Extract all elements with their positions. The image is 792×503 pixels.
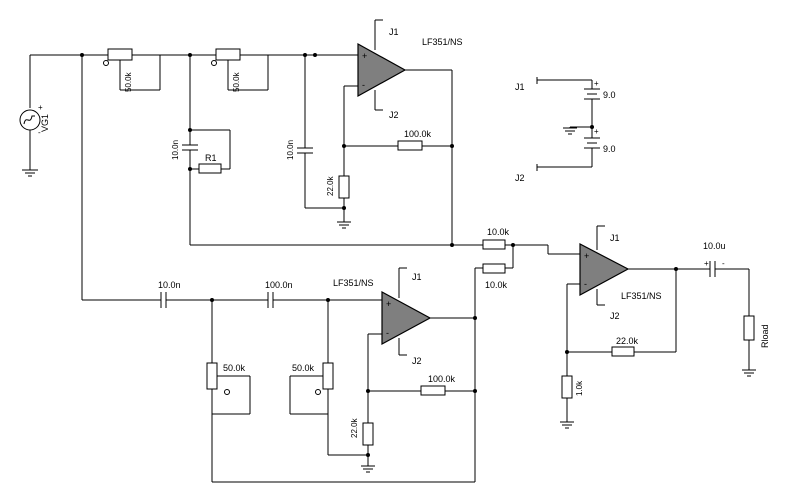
opamp-3-j1: J1 xyxy=(610,233,620,243)
output-cap-minus: - xyxy=(722,259,725,268)
opamp-3-part: LF351/NS xyxy=(621,291,662,301)
opamp-3 xyxy=(579,243,630,297)
top-filter-stage: 50.0k 50.0k 10.0n R1 10.0n xyxy=(80,19,483,247)
summer-in-res-1 xyxy=(482,239,506,250)
summer-feedback-res xyxy=(611,346,635,357)
supply-j2-label: J2 xyxy=(515,173,525,183)
bottom-pot-2-value: 50.0k xyxy=(292,363,315,373)
summer-feedback-value: 22.0k xyxy=(616,336,639,346)
bottom-pot-1-value: 50.0k xyxy=(223,363,246,373)
bat1-plus: + xyxy=(594,79,599,88)
top-pot-1 xyxy=(107,48,133,61)
top-feedback-value: 100.0k xyxy=(404,129,432,139)
opamp-1-part: LF351/NS xyxy=(422,37,463,47)
summer-in-res-2-value: 10.0k xyxy=(485,280,508,290)
output-cap-plus: + xyxy=(704,259,709,268)
load-resistor xyxy=(743,315,755,341)
bottom-feedback-value: 100.0k xyxy=(428,374,456,384)
bat2-plus: + xyxy=(594,127,599,136)
summer-in-res-1-value: 10.0k xyxy=(487,227,510,237)
top-r1 xyxy=(198,163,222,174)
top-ground-res xyxy=(338,175,350,199)
top-pot-2 xyxy=(215,48,241,61)
bat2-value: 9.0 xyxy=(603,144,616,154)
bottom-ground-res xyxy=(362,422,374,446)
opamp-1-minus: - xyxy=(362,80,365,90)
opamp-1 xyxy=(357,42,407,98)
supply-j1-label: J1 xyxy=(515,82,525,92)
bottom-pot-1 xyxy=(206,362,218,390)
bat1-value: 9.0 xyxy=(603,90,616,100)
top-cap-2-value: 10.0n xyxy=(286,140,295,160)
opamp-2-j2: J2 xyxy=(412,356,422,366)
source-minus-label: - xyxy=(38,128,41,137)
opamp-3-j2: J2 xyxy=(610,311,620,321)
opamp-2 xyxy=(381,290,432,346)
bottom-filter-stage: 10.0n 100.0n 50.0k 50.0k + - J1 xyxy=(81,55,483,483)
signal-source-vg1: + - VG1 xyxy=(19,54,82,177)
output-cap-value: 10.0u xyxy=(703,241,726,251)
load-label: Rload xyxy=(760,324,770,348)
opamp-3-minus: - xyxy=(584,279,587,289)
bottom-cap-2-value: 100.0n xyxy=(265,280,293,290)
summer-ground-value: 1.0k xyxy=(575,380,584,396)
opamp-1-j2: J2 xyxy=(389,110,399,120)
source-plus-label: + xyxy=(38,103,43,112)
bottom-feedback-res xyxy=(420,385,446,396)
opamp-3-plus: + xyxy=(584,251,589,261)
top-r1-label: R1 xyxy=(205,153,217,163)
top-cap-1-value: 10.0n xyxy=(171,140,180,160)
opamp-1-j1: J1 xyxy=(389,27,399,37)
source-label: VG1 xyxy=(40,114,50,132)
summer-ground-res xyxy=(561,375,573,399)
opamp-2-j1: J1 xyxy=(412,272,422,282)
summing-amplifier: 10.0k 10.0k + - J1 J2 LF351/NS 10.0u + - xyxy=(482,225,770,429)
summer-in-res-2 xyxy=(482,263,506,274)
opamp-2-part: LF351/NS xyxy=(333,278,374,288)
bottom-ground-value: 22.0k xyxy=(350,417,359,438)
power-supplies: J1 + 9.0 + 9.0 J2 xyxy=(515,77,616,183)
bottom-cap-1-value: 10.0n xyxy=(158,280,181,290)
opamp-1-plus: + xyxy=(362,51,367,61)
top-ground-value: 22.0k xyxy=(326,175,335,196)
top-feedback-res xyxy=(397,140,423,151)
opamp-2-plus: + xyxy=(386,299,391,309)
top-pot-2-value: 50.0k xyxy=(232,71,241,92)
opamp-2-minus: - xyxy=(386,328,389,338)
bottom-pot-2 xyxy=(322,362,334,390)
top-pot-1-value: 50.0k xyxy=(124,71,133,92)
